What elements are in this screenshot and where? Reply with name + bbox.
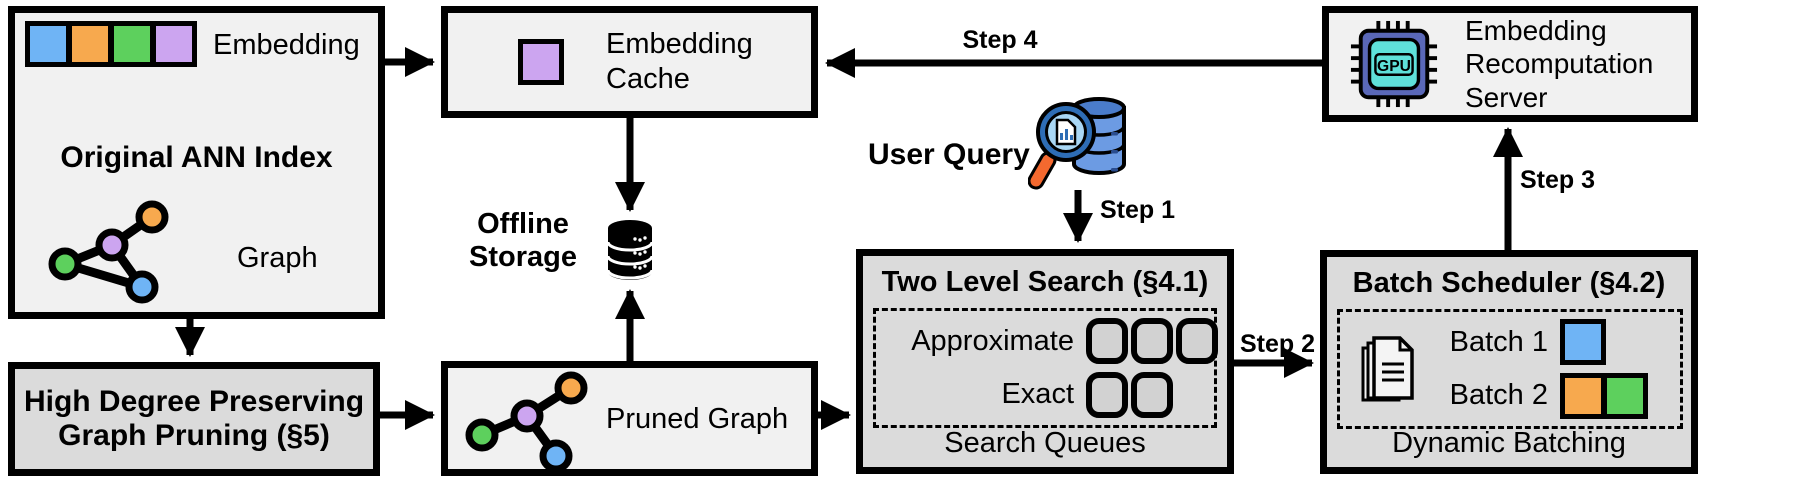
- approximate-queue-slots: [1086, 318, 1218, 365]
- gpu-text: GPU: [1377, 58, 1411, 75]
- embedding-vector-icon: [25, 21, 197, 67]
- step-1-label: Step 1: [1100, 196, 1176, 224]
- blue-square: [30, 26, 66, 62]
- step-3-label: Step 3: [1520, 166, 1596, 194]
- graph-node-orange: [554, 371, 588, 405]
- graph-node-blue: [125, 270, 159, 304]
- step-2-label: Step 2: [1239, 330, 1316, 358]
- offline-storage-label-line2: Storage: [469, 241, 577, 273]
- original-ann-index-title: Original ANN Index: [60, 141, 333, 174]
- queue-slot: [1086, 371, 1128, 418]
- queue-slot: [1131, 318, 1173, 365]
- cached-embedding-icon: [518, 39, 564, 85]
- queue-slot: [1131, 371, 1173, 418]
- blue-square: [1565, 324, 1601, 361]
- batch1-label: Batch 1: [1449, 325, 1548, 358]
- embedding-cache-box: Embedding Cache: [441, 6, 818, 118]
- graph-pruning-box: High Degree Preserving Graph Pruning (§5…: [8, 362, 380, 476]
- exact-label: Exact: [1001, 378, 1074, 411]
- approximate-label: Approximate: [911, 324, 1074, 357]
- embedding-cache-label-line2: Cache: [606, 63, 690, 95]
- gpu-icon: GPU: [1350, 20, 1438, 108]
- pruned-graph-box: Pruned Graph: [441, 361, 818, 476]
- exact-queue-row: Exact: [876, 371, 1214, 418]
- dynamic-batching-caption: Dynamic Batching: [1392, 427, 1626, 460]
- embedding-label: Embedding: [213, 29, 360, 61]
- pruned-graph-icon: [465, 371, 588, 471]
- step-4-label: Step 4: [962, 26, 1038, 54]
- exact-queue-slots: [1086, 371, 1173, 418]
- batch-scheduler-title: Batch Scheduler (§4.2): [1352, 267, 1666, 299]
- two-level-search-title: Two Level Search (§4.1): [881, 266, 1209, 298]
- recomputation-server-box: GPU Embedding Recomputation Server: [1322, 6, 1698, 122]
- documents-icon: [1361, 336, 1414, 402]
- batch2-label: Batch 2: [1449, 379, 1548, 412]
- graph-node-purple: [95, 228, 129, 262]
- batch-scheduler-box: Batch Scheduler (§4.2) Batch 1: [1320, 250, 1698, 474]
- queue-slot: [1176, 318, 1218, 365]
- graph-node-green: [48, 247, 82, 281]
- graph-pruning-title-line2: Graph Pruning (§5): [58, 419, 330, 452]
- graph-node-blue: [539, 439, 573, 471]
- search-queues-caption: Search Queues: [944, 427, 1146, 460]
- graph-pruning-title-line1: High Degree Preserving: [23, 385, 365, 418]
- batch1-squares: [1560, 319, 1606, 366]
- green-square: [1607, 377, 1643, 414]
- approximate-queue-row: Approximate: [876, 318, 1218, 365]
- graph-node-green: [465, 418, 499, 452]
- graph-icon: [48, 200, 169, 304]
- graph-node-purple: [510, 399, 544, 433]
- two-level-search-box: Two Level Search (§4.1) Approximate Exac…: [856, 249, 1234, 474]
- query-search-icon: [1028, 97, 1126, 190]
- server-label-line1: Embedding: [1465, 14, 1607, 46]
- pruned-graph-label: Pruned Graph: [606, 403, 789, 435]
- graph-label: Graph: [237, 242, 318, 274]
- batch2-squares: [1560, 372, 1648, 419]
- graph-node-orange: [135, 200, 169, 234]
- queue-slot: [1086, 318, 1128, 365]
- embedding-cache-label-line1: Embedding: [606, 28, 753, 61]
- dynamic-batching-panel: Batch 1 Batch 2: [1337, 309, 1683, 429]
- server-label-line2: Recomputation: [1465, 48, 1654, 80]
- search-queues-panel: Approximate Exact: [873, 308, 1218, 428]
- original-ann-index-box: Embedding Original ANN Index Graph: [8, 6, 385, 319]
- purple-square: [523, 44, 559, 80]
- database-icon: [606, 220, 654, 280]
- offline-storage-label: Offline Storage: [448, 208, 598, 274]
- orange-square: [1565, 377, 1601, 414]
- orange-square: [72, 26, 108, 62]
- offline-storage-label-line1: Offline: [477, 208, 569, 240]
- server-label-line3: Server: [1465, 81, 1548, 113]
- green-square: [114, 26, 150, 62]
- batch1-row: Batch 1: [1440, 319, 1674, 366]
- user-query-label: User Query: [868, 138, 1030, 171]
- purple-square: [156, 26, 192, 62]
- batch2-row: Batch 2: [1440, 372, 1674, 419]
